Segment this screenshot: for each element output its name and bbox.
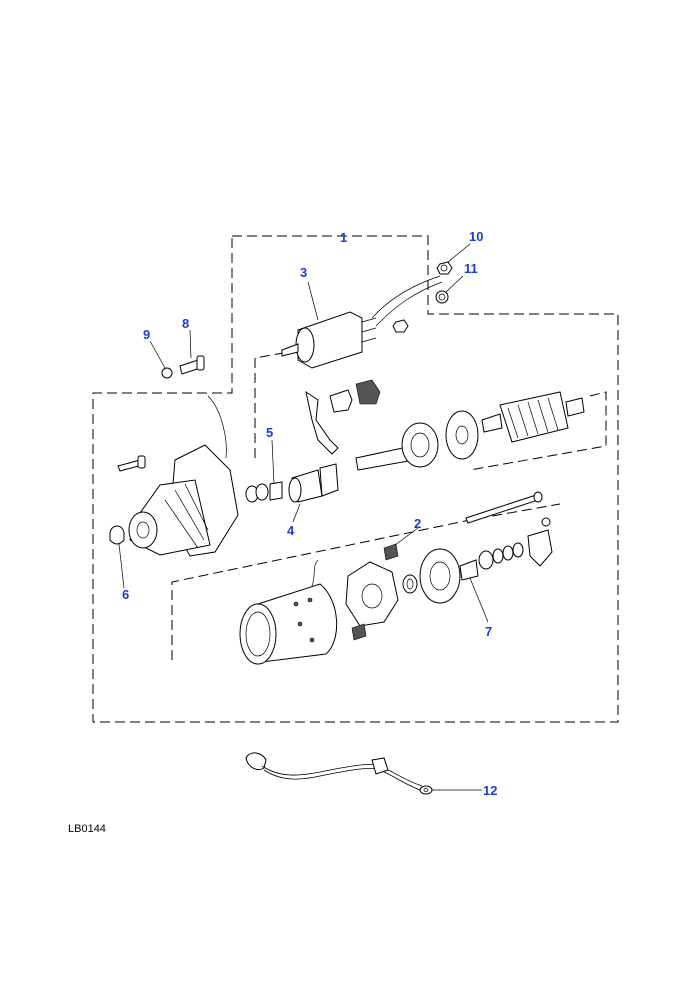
section-line-middle [171, 503, 561, 660]
figure-code-label: LB0144 [68, 823, 106, 835]
callout-7: 7 [485, 624, 492, 639]
callout-9: 9 [143, 327, 150, 342]
cover-plate-part [445, 410, 479, 460]
callout-4: 4 [287, 523, 295, 538]
callout-12: 12 [483, 783, 497, 798]
callout-1: 1 [340, 230, 347, 245]
shift-lever-part [305, 390, 339, 455]
bolt-part [179, 355, 205, 375]
callout-3: 3 [300, 265, 307, 280]
callout-2: 2 [414, 516, 421, 531]
drive-end-housing-part [128, 395, 239, 557]
nut-part [436, 261, 453, 275]
yoke-housing-part [239, 559, 338, 665]
armature-part [481, 391, 585, 443]
bush-part [109, 525, 125, 545]
through-screw-part [117, 455, 146, 472]
callout-6: 6 [122, 587, 129, 602]
callout-10: 10 [469, 229, 483, 244]
intermediate-shaft-part [355, 422, 439, 471]
washer-part [435, 290, 449, 304]
long-through-bolt-part [465, 491, 543, 524]
section-line-upper-right [469, 391, 607, 471]
collar-ring-part [245, 481, 283, 503]
leader-lines [118, 243, 489, 791]
brush-holder-part [345, 543, 399, 641]
bracket-part [329, 379, 381, 413]
end-bracket-part [419, 517, 553, 604]
solenoid-part [281, 275, 443, 369]
battery-cable-part [245, 752, 433, 795]
seal-ring-part [402, 574, 418, 594]
callout-11: 11 [464, 261, 478, 276]
callout-5: 5 [266, 425, 273, 440]
small-washer-part [161, 367, 173, 379]
pinion-drive-part [288, 463, 339, 503]
kit-boundary-outline [92, 235, 619, 723]
section-line-upper [254, 349, 301, 458]
callout-8: 8 [182, 316, 189, 331]
